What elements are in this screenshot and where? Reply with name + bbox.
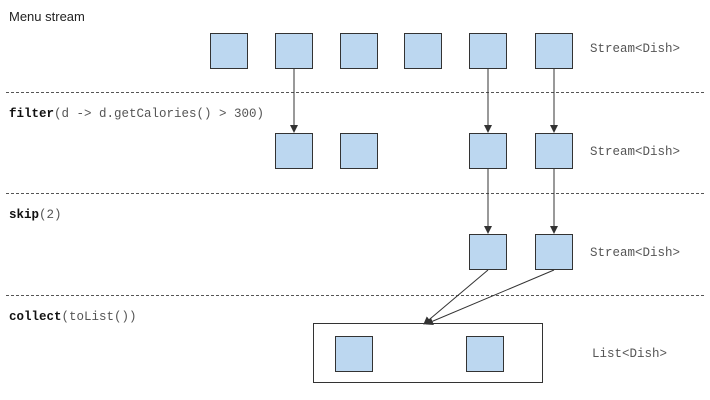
dish-box [535, 33, 573, 69]
operation-name: collect [9, 310, 62, 324]
operation-name: filter [9, 107, 55, 121]
dish-box [210, 33, 248, 69]
stage-type-stream: Stream<Dish> [590, 246, 681, 260]
stage-type-stream: Stream<Dish> [590, 42, 681, 56]
stage-operation-skip: skip(2) [9, 208, 62, 222]
dish-box [535, 133, 573, 169]
dish-box [469, 33, 507, 69]
stage-divider [6, 295, 704, 296]
flow-arrow [425, 269, 555, 325]
operation-name: skip [9, 208, 40, 222]
flow-arrow [423, 269, 489, 325]
dish-box [275, 133, 313, 169]
dish-box [535, 234, 573, 270]
dish-box [469, 133, 507, 169]
stage-type-stream: Stream<Dish> [590, 145, 681, 159]
operation-argument: (toList()) [61, 310, 137, 324]
dish-box [340, 133, 378, 169]
stage-operation-collect: collect(toList()) [9, 310, 137, 324]
dish-box [275, 33, 313, 69]
dish-box [340, 33, 378, 69]
dish-box [469, 234, 507, 270]
operation-argument: (d -> d.getCalories() > 300) [54, 107, 265, 121]
stage-operation-filter: filter(d -> d.getCalories() > 300) [9, 107, 264, 121]
stage-divider [6, 92, 704, 93]
dish-box [404, 33, 442, 69]
stage-divider [6, 193, 704, 194]
dish-box [466, 336, 504, 372]
stage-type-list: List<Dish> [592, 347, 668, 361]
dish-box [335, 336, 373, 372]
diagram-title: Menu stream [9, 9, 85, 24]
operation-argument: (2) [39, 208, 62, 222]
